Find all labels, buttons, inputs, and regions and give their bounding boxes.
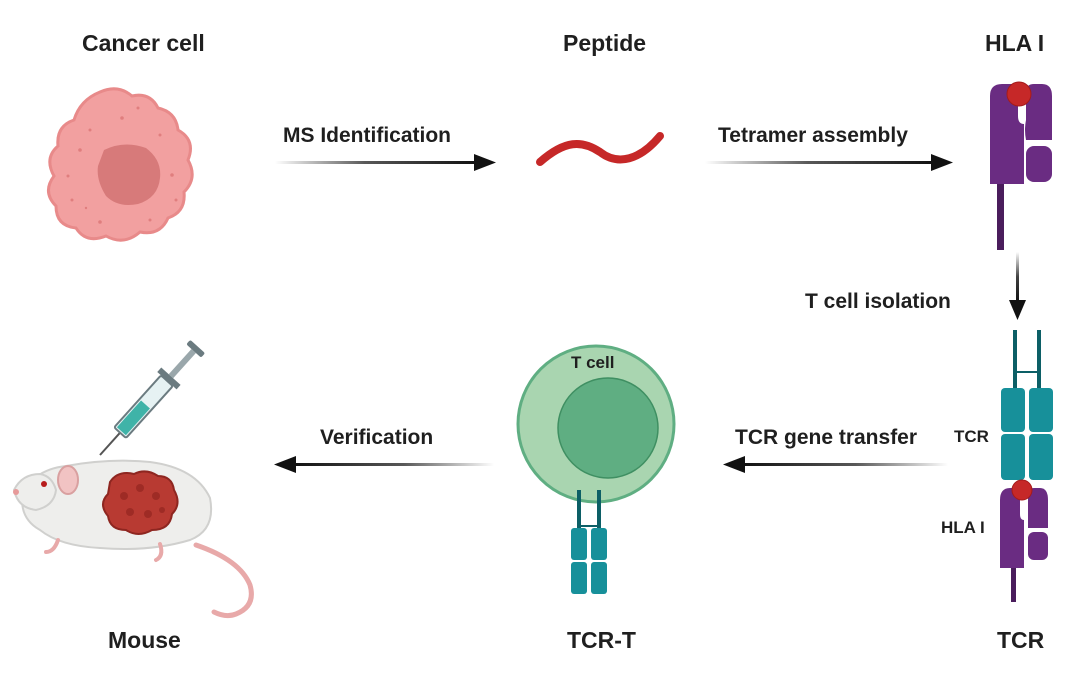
mouse-icon [12,459,254,619]
step-label-verification: Verification [320,426,434,449]
cancer-cell-icon [47,87,194,242]
t-cell-label: T cell [571,353,615,372]
arrow-tcr-gene-transfer [723,456,948,473]
syringe-icon [99,340,205,456]
stage-title-cancer-cell: Cancer cell [82,30,205,56]
hla-inline-label: HLA I [941,518,985,537]
tcr-inline-label: TCR [954,427,989,446]
hla-molecule-icon [990,81,1052,250]
tcr-hla-complex-icon [1000,330,1053,602]
step-label-tcr-gene-transfer: TCR gene transfer [735,426,918,449]
step-label-ms-identification: MS Identification [283,124,451,147]
step-label-tetramer-assembly: Tetramer assembly [718,124,908,147]
stage-title-mouse: Mouse [108,627,181,653]
peptide-icon [536,132,664,166]
arrow-tetramer-assembly [705,154,953,171]
t-cell-icon [516,344,676,594]
stage-title-tcr-t: TCR-T [567,627,636,653]
arrow-verification [274,456,494,473]
step-label-t-cell-isolation: T cell isolation [805,290,951,313]
stage-title-tcr: TCR [997,627,1045,653]
stage-title-hla: HLA I [985,30,1045,56]
arrow-t-cell-isolation [1009,252,1026,320]
arrow-ms-identification [275,154,496,171]
stage-title-peptide: Peptide [563,30,647,56]
